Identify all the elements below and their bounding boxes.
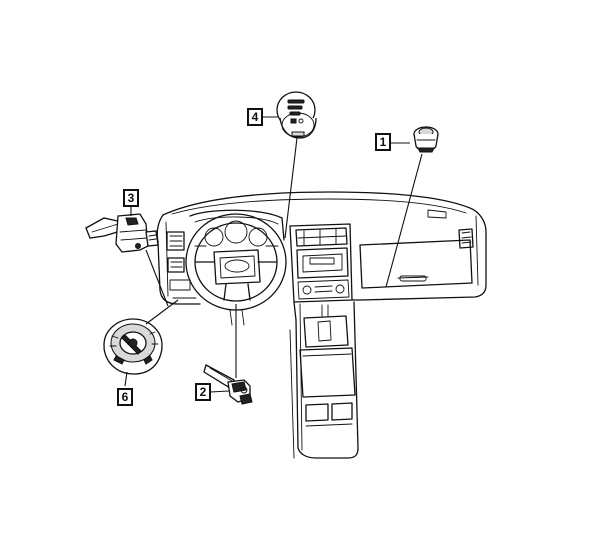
center-stack <box>289 223 353 303</box>
callout-label-4: 4 <box>252 110 259 124</box>
callout-1: 1 <box>375 133 391 151</box>
callout-4: 4 <box>247 108 263 126</box>
part-6-headlamp-switch <box>103 318 163 375</box>
leader-lines <box>124 116 423 393</box>
steering-wheel <box>185 213 287 326</box>
radio-unit <box>296 247 349 279</box>
callout-6: 6 <box>117 388 133 406</box>
callout-label-1: 1 <box>380 135 387 149</box>
callout-label-3: 3 <box>128 191 135 205</box>
part-3-multifunction-switch <box>85 213 159 253</box>
shifter-area <box>303 315 349 348</box>
callout-3: 3 <box>123 189 139 207</box>
callout-2: 2 <box>195 383 211 401</box>
part-2-steering-sensor <box>203 364 253 405</box>
glove-box <box>359 239 473 289</box>
part-1-push-button-switch <box>413 126 439 153</box>
callout-label-2: 2 <box>200 385 207 399</box>
steering-hub <box>213 249 261 285</box>
left-vent-lower <box>167 257 185 273</box>
callout-label-6: 6 <box>122 390 129 404</box>
instrument-panel <box>156 191 487 305</box>
right-vent <box>458 228 474 249</box>
cluster-hood <box>189 209 285 241</box>
center-console <box>289 301 359 459</box>
part-4-ignition-push-button <box>276 91 317 139</box>
left-vent-upper <box>166 231 185 251</box>
console-armrest <box>299 347 356 398</box>
